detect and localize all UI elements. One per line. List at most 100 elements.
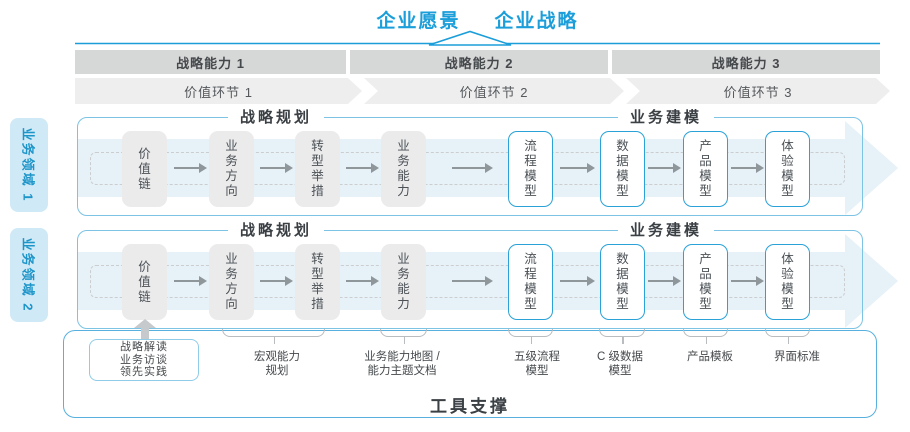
lane1-box-transformation-label: 转型举措	[311, 139, 324, 198]
vision-divider-caret	[75, 30, 880, 46]
annotation-line: 模型	[525, 365, 549, 377]
lane2-box-value-chain-label: 价值链	[138, 259, 151, 304]
annotation-line: 产品模板	[687, 351, 733, 363]
annotation-line: 五级流程	[514, 351, 560, 363]
lane2-box-experience-model: 体验模型	[765, 244, 810, 320]
value-chevron-1-label: 价值环节 1	[184, 84, 253, 100]
flow-arrow-icon	[452, 163, 493, 173]
domain-tab-1-label: 业务领域 1	[20, 127, 36, 203]
annotation-line: 模型	[608, 365, 632, 377]
lane2-box-value-chain: 价值链	[122, 244, 167, 320]
practice-box-line2: 业务访谈	[120, 353, 168, 366]
lane1-box-experience-model-label: 体验模型	[781, 139, 794, 198]
capability-bar-3-label: 战略能力 3	[711, 55, 781, 71]
annotation-interface-standard: 界面标准	[727, 350, 867, 364]
lane1-box-value-chain: 价值链	[122, 131, 167, 207]
flow-arrow-icon	[731, 163, 764, 173]
value-chevron-1: 价值环节 1	[75, 78, 362, 104]
capability-bar-1-label: 战略能力 1	[176, 55, 245, 71]
flow-arrow-icon	[346, 276, 379, 286]
lane2-box-business-direction: 业务方向	[209, 244, 254, 320]
domain-tab-1: 业务领域 1	[10, 118, 48, 212]
lane2-box-product-model-label: 产品模型	[699, 252, 712, 311]
practice-box: 战略解读 业务访谈 领先实践	[89, 339, 199, 381]
underbrace-macro-capability	[222, 329, 325, 344]
flow-arrow-icon	[452, 276, 493, 286]
capability-bar-1: 战略能力 1	[75, 50, 346, 74]
lane2-box-business-capability: 业务能力	[381, 244, 426, 320]
lane2-box-process-model-label: 流程模型	[524, 252, 537, 311]
lane1-box-process-model-label: 流程模型	[524, 139, 537, 198]
flow-arrow-icon	[174, 163, 207, 173]
domain-tab-2: 业务领域 2	[10, 228, 48, 322]
flow-arrow-icon	[560, 163, 595, 173]
flow-arrow-icon	[731, 276, 764, 286]
flow-arrow-icon	[648, 276, 681, 286]
lane1-box-business-capability-label: 业务能力	[397, 139, 410, 198]
annotation-line: 能力主题文档	[367, 365, 437, 377]
domain-tab-2-label: 业务领域 2	[20, 237, 36, 313]
underbrace-process	[508, 329, 553, 344]
strategy-title: 企业战略	[494, 11, 579, 32]
annotation-capability-map: 业务能力地图 / 能力主题文档	[332, 350, 472, 378]
annotation-macro-capability: 宏观能力 规划	[207, 350, 347, 378]
capability-bar-2: 战略能力 2	[350, 50, 608, 74]
annotation-line: 业务能力地图 /	[364, 351, 440, 363]
value-chevron-2-label: 价值环节 2	[459, 84, 529, 100]
value-chevron-3: 价值环节 3	[626, 78, 890, 104]
top-titles: 企业愿景 企业战略	[75, 6, 880, 33]
lane1-dashed-track	[90, 152, 845, 185]
lane2-box-business-direction-label: 业务方向	[225, 252, 238, 311]
lane1-box-transformation: 转型举措	[295, 131, 340, 207]
lane1-box-business-direction-label: 业务方向	[225, 139, 238, 198]
lane2-box-transformation: 转型举措	[295, 244, 340, 320]
lane2-box-product-model: 产品模型	[683, 244, 728, 320]
annotation-data-model: C 级数据 模型	[550, 350, 690, 378]
lane1-box-experience-model: 体验模型	[765, 131, 810, 207]
flow-arrow-icon	[648, 163, 681, 173]
lane2-modeling-header: 业务建模	[617, 222, 715, 240]
lane1-planning-header: 战略规划	[227, 109, 325, 127]
annotation-line: 界面标准	[774, 351, 820, 363]
up-arrow-icon	[134, 319, 156, 328]
flow-arrow-icon	[260, 163, 293, 173]
annotation-product-template: 产品模板	[640, 350, 780, 364]
annotation-process-model: 五级流程 模型	[467, 350, 607, 378]
lane2-box-data-model: 数据模型	[600, 244, 645, 320]
value-chevron-3-label: 价值环节 3	[723, 84, 793, 100]
up-arrow-shaft	[141, 328, 149, 340]
lane2-container	[77, 230, 863, 329]
lane1-box-business-capability: 业务能力	[381, 131, 426, 207]
vision-title: 企业愿景	[376, 11, 461, 32]
lane1-box-product-model-label: 产品模型	[699, 139, 712, 198]
underbrace-capability-map	[380, 329, 427, 344]
annotation-line: 规划	[265, 365, 289, 377]
annotation-line: 宏观能力	[254, 351, 300, 363]
lane1-box-data-model-label: 数据模型	[616, 139, 629, 198]
lane1-modeling-header: 业务建模	[617, 109, 715, 127]
lane2-box-transformation-label: 转型举措	[311, 252, 324, 311]
value-chevron-2: 价值环节 2	[364, 78, 624, 104]
capability-bar-3: 战略能力 3	[612, 50, 880, 74]
underbrace-interface	[765, 329, 810, 344]
underbrace-data	[599, 329, 645, 344]
lane1-box-data-model: 数据模型	[600, 131, 645, 207]
practice-box-line1: 战略解读	[120, 341, 168, 354]
practice-box-line3: 领先实践	[120, 366, 168, 379]
flow-arrow-icon	[560, 276, 595, 286]
tool-support-container	[63, 330, 877, 418]
flow-arrow-icon	[174, 276, 207, 286]
flow-arrow-icon	[346, 163, 379, 173]
lane2-box-experience-model-label: 体验模型	[781, 252, 794, 311]
lane2-box-business-capability-label: 业务能力	[397, 252, 410, 311]
lane1-box-business-direction: 业务方向	[209, 131, 254, 207]
annotation-line: C 级数据	[597, 351, 643, 363]
lane1-box-product-model: 产品模型	[683, 131, 728, 207]
lane1-box-process-model: 流程模型	[508, 131, 553, 207]
lane1-container	[77, 117, 863, 216]
lane2-dashed-track	[90, 265, 845, 298]
flow-arrow-icon	[260, 276, 293, 286]
lane2-planning-header: 战略规划	[227, 222, 325, 240]
lane1-box-value-chain-label: 价值链	[138, 146, 151, 191]
